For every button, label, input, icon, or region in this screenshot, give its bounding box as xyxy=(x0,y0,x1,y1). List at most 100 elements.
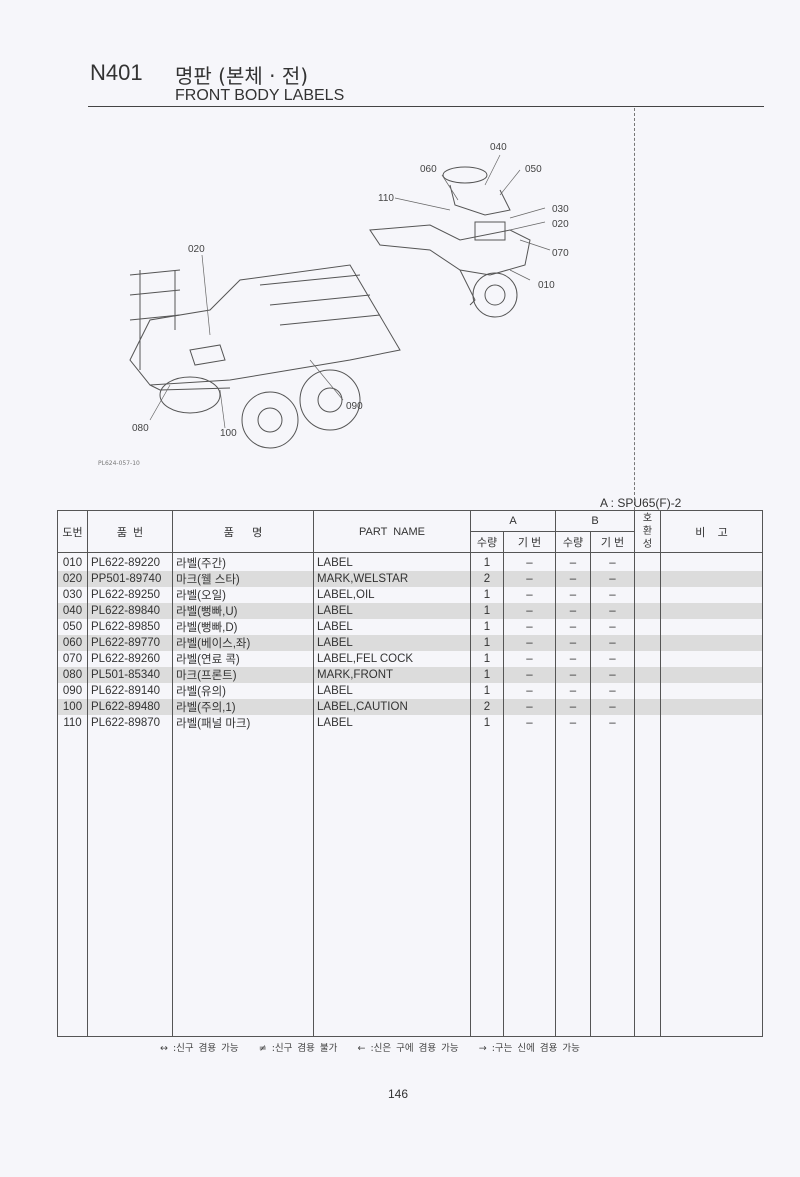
header-rule xyxy=(88,106,764,107)
cell-a-qty: 2 xyxy=(470,571,504,587)
cell-a-qty: 1 xyxy=(470,635,504,651)
cell-b-mach: – xyxy=(590,651,635,667)
cell-a-mach: – xyxy=(503,587,556,603)
cell-remarks xyxy=(660,667,763,683)
cell-remarks xyxy=(660,699,763,715)
diagram-caption: PL624-057-10 xyxy=(98,460,140,467)
header-no: 도번 xyxy=(57,510,88,553)
cell-name-ko: 라벨(패널 마크) xyxy=(172,715,314,731)
cell-part-no: PL622-89140 xyxy=(87,683,173,699)
cell-a-mach: – xyxy=(503,667,556,683)
header-a-qty: 수량 xyxy=(470,531,504,553)
cell-part-name: LABEL xyxy=(313,635,471,651)
cell-part-name: LABEL,CAUTION xyxy=(313,699,471,715)
cell-a-qty: 1 xyxy=(470,683,504,699)
header-remarks: 비 고 xyxy=(660,510,763,553)
cell-compat xyxy=(634,683,661,699)
cell-remarks xyxy=(660,715,763,731)
cell-no: 030 xyxy=(57,587,88,603)
cell-remarks xyxy=(660,651,763,667)
empty-cell xyxy=(555,731,591,1037)
cell-no: 060 xyxy=(57,635,88,651)
cell-compat xyxy=(634,715,661,731)
header-name-ko: 품 명 xyxy=(172,510,314,553)
cell-part-name: MARK,FRONT xyxy=(313,667,471,683)
cell-b-mach: – xyxy=(590,603,635,619)
cell-name-ko: 마크(프론트) xyxy=(172,667,314,683)
cell-name-ko: 라벨(뻥빠,D) xyxy=(172,619,314,635)
cell-part-no: PL622-89220 xyxy=(87,552,173,571)
callout: 060 xyxy=(420,164,437,175)
cell-part-name: LABEL,FEL COCK xyxy=(313,651,471,667)
empty-cell xyxy=(634,731,661,1037)
cell-name-ko: 라벨(오일) xyxy=(172,587,314,603)
cell-b-qty: – xyxy=(555,651,591,667)
callout: 070 xyxy=(552,248,569,259)
cell-a-mach: – xyxy=(503,552,556,571)
cell-name-ko: 라벨(유의) xyxy=(172,683,314,699)
cell-part-name: LABEL xyxy=(313,619,471,635)
cell-compat xyxy=(634,699,661,715)
cell-a-mach: – xyxy=(503,571,556,587)
cell-a-qty: 1 xyxy=(470,715,504,731)
header-b: B xyxy=(555,510,635,532)
callout: 080 xyxy=(132,423,149,434)
cell-compat xyxy=(634,651,661,667)
cell-compat xyxy=(634,619,661,635)
callout: 030 xyxy=(552,204,569,215)
cell-remarks xyxy=(660,635,763,651)
cell-a-mach: – xyxy=(503,619,556,635)
cell-b-mach: – xyxy=(590,571,635,587)
cell-a-qty: 1 xyxy=(470,619,504,635)
large-machine-illustration xyxy=(129,264,401,449)
header-part-name: PART NAME xyxy=(313,510,471,553)
cell-no: 020 xyxy=(57,571,88,587)
model-note: A : SPU65(F)-2 xyxy=(600,496,682,510)
cell-a-mach: – xyxy=(503,635,556,651)
cell-name-ko: 라벨(뻥빠,U) xyxy=(172,603,314,619)
compatibility-legend: ↔ :신구 겸용 가능 ≠ :신구 겸용 불가 ← :신은 구에 겸용 가능 →… xyxy=(160,1043,580,1054)
cell-b-mach: – xyxy=(590,683,635,699)
empty-cell xyxy=(172,731,314,1037)
cell-a-mach: – xyxy=(503,651,556,667)
cell-a-mach: – xyxy=(503,683,556,699)
empty-cell xyxy=(470,731,504,1037)
cell-compat xyxy=(634,587,661,603)
cell-remarks xyxy=(660,587,763,603)
cell-no: 050 xyxy=(57,619,88,635)
callout: 110 xyxy=(378,193,394,204)
empty-cell xyxy=(57,731,88,1037)
header-compat: 호 환 성 xyxy=(634,510,661,553)
header-a-machine: 기 번 xyxy=(503,531,556,553)
cell-b-qty: – xyxy=(555,715,591,731)
cell-part-no: PL501-85340 xyxy=(87,667,173,683)
cell-b-mach: – xyxy=(590,667,635,683)
callout: 090 xyxy=(346,401,363,412)
dashed-divider xyxy=(634,108,635,510)
empty-cell xyxy=(313,731,471,1037)
cell-compat xyxy=(634,667,661,683)
empty-cell xyxy=(660,731,763,1037)
cell-remarks xyxy=(660,571,763,587)
section-code: N401 xyxy=(90,60,143,85)
cell-part-no: PL622-89250 xyxy=(87,587,173,603)
cell-b-qty: – xyxy=(555,683,591,699)
cell-a-mach: – xyxy=(503,603,556,619)
cell-b-mach: – xyxy=(590,715,635,731)
cell-compat xyxy=(634,603,661,619)
cell-part-no: PL622-89260 xyxy=(87,651,173,667)
callout: 100 xyxy=(220,428,237,439)
cell-part-no: PL622-89850 xyxy=(87,619,173,635)
cell-part-no: PL622-89870 xyxy=(87,715,173,731)
cell-b-qty: – xyxy=(555,619,591,635)
cell-no: 110 xyxy=(57,715,88,731)
empty-cell xyxy=(503,731,556,1037)
